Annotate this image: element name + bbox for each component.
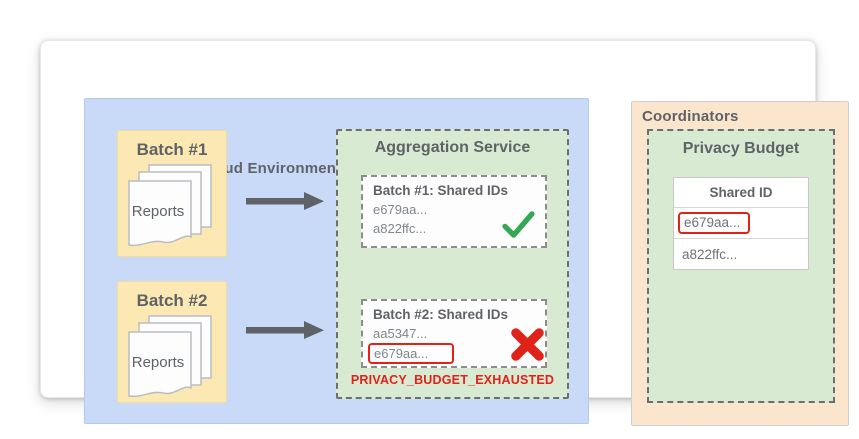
shared-id-table-header: Shared ID — [709, 185, 773, 200]
table-row: a822ffc... — [674, 238, 808, 269]
coordinators-box: Coordinators Privacy Budget Shared ID e6… — [631, 101, 849, 426]
batch-2-label: Batch #2 — [136, 291, 208, 310]
coordinators-title: Coordinators — [642, 108, 739, 125]
batch-2-box: Batch #2 Reports — [117, 281, 227, 403]
batch-1-label: Batch #1 — [136, 140, 208, 159]
green-checkmark-icon — [502, 211, 535, 238]
shared-id-table: Shared ID e679aa... a822ffc... — [673, 177, 809, 270]
highlighted-duplicate-id-box: e679aa... — [368, 343, 455, 364]
batch-2-reports-label: Reports — [131, 354, 185, 371]
batch-1-result-title: Batch #1: Shared IDs — [373, 183, 509, 198]
diagram-card: Ad-tech Cloud Environment Batch #1 Repor… — [40, 40, 849, 426]
batch-1-box: Batch #1 Reports — [117, 130, 227, 257]
highlighted-shared-id-box: e679aa... — [678, 212, 751, 234]
red-x-icon — [511, 328, 544, 361]
right-arrow-icon — [246, 321, 324, 339]
privacy-budget-title: Privacy Budget — [682, 140, 800, 157]
document-stack-icon — [128, 315, 212, 398]
privacy-budget-exhausted-label: PRIVACY_BUDGET_EXHAUSTED — [350, 373, 555, 387]
right-arrow-icon — [246, 192, 324, 210]
batch-1-reports-label: Reports — [131, 203, 185, 220]
shared-id-value: e679aa... — [373, 202, 428, 217]
document-stack-icon — [128, 164, 212, 247]
aggregation-service-title: Aggregation Service — [374, 139, 531, 156]
aggregation-service-box: Aggregation Service Batch #1: Shared IDs… — [336, 129, 569, 399]
shared-id-value: aa5347... — [373, 326, 428, 341]
batch-2-result-box: Batch #2: Shared IDs aa5347... e679aa... — [361, 299, 547, 368]
shared-id-value: a822ffc... — [373, 221, 427, 236]
table-row: e679aa... — [674, 207, 808, 238]
batch-2-result-title: Batch #2: Shared IDs — [373, 307, 509, 322]
privacy-budget-box: Privacy Budget Shared ID e679aa... a822f… — [647, 129, 835, 403]
batch-1-result-box: Batch #1: Shared IDs e679aa... a822ffc..… — [361, 175, 547, 248]
